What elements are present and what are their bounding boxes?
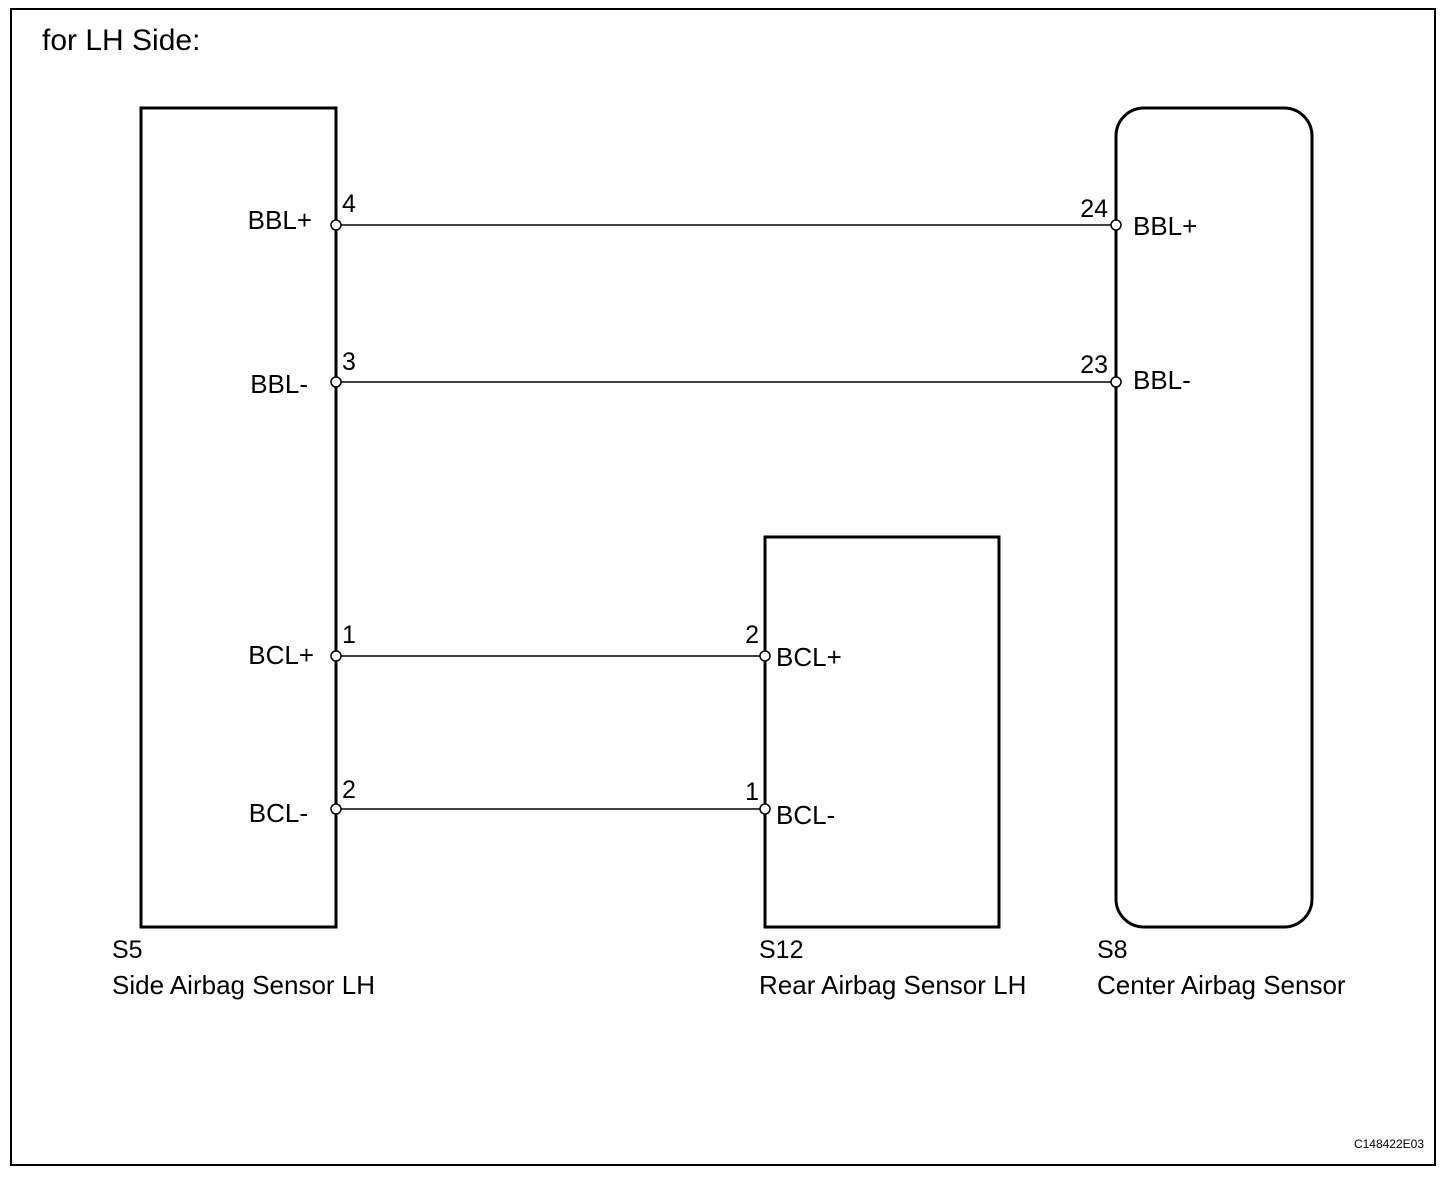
s12-component-id: S12 — [759, 936, 803, 964]
s12-component-name: Rear Airbag Sensor LH — [759, 970, 1026, 1000]
s8-pin-23: 23 — [1080, 351, 1108, 379]
s5-component-name: Side Airbag Sensor LH — [112, 970, 375, 1000]
s5-pin-2: 2 — [342, 776, 356, 804]
s5-signal-bcl-plus: BCL+ — [248, 640, 314, 670]
s12-signal-bcl-minus: BCL- — [776, 800, 835, 830]
s8-signal-bbl-plus: BBL+ — [1133, 211, 1197, 241]
terminal-s5-1 — [330, 650, 342, 662]
s5-signal-bcl-minus: BCL- — [249, 798, 308, 828]
diagram-border — [10, 8, 1436, 1166]
s8-component-id: S8 — [1097, 936, 1128, 964]
s5-pin-1: 1 — [342, 621, 356, 649]
terminal-s12-1 — [759, 803, 771, 815]
rear-airbag-sensor-box — [763, 535, 1001, 929]
s5-component-id: S5 — [112, 936, 143, 964]
s8-signal-bbl-minus: BBL- — [1133, 365, 1191, 395]
terminal-s12-2 — [759, 650, 771, 662]
diagram-title: for LH Side: — [42, 24, 200, 57]
image-code: C148422E03 — [1354, 1137, 1424, 1151]
s12-pin-1: 1 — [745, 778, 759, 806]
terminal-s8-23 — [1110, 376, 1122, 388]
side-airbag-sensor-box — [139, 106, 338, 929]
s12-pin-2: 2 — [745, 621, 759, 649]
s5-pin-3: 3 — [342, 348, 356, 376]
s8-pin-24: 24 — [1080, 195, 1108, 223]
s5-pin-4: 4 — [342, 190, 356, 218]
terminal-s5-3 — [330, 376, 342, 388]
s5-signal-bbl-minus: BBL- — [250, 369, 308, 399]
terminal-s8-24 — [1110, 219, 1122, 231]
terminal-s5-2 — [330, 803, 342, 815]
s5-signal-bbl-plus: BBL+ — [248, 205, 312, 235]
s12-signal-bcl-plus: BCL+ — [776, 642, 842, 672]
terminal-s5-4 — [330, 219, 342, 231]
center-airbag-sensor-box — [1114, 106, 1314, 929]
s8-component-name: Center Airbag Sensor — [1097, 970, 1346, 1000]
